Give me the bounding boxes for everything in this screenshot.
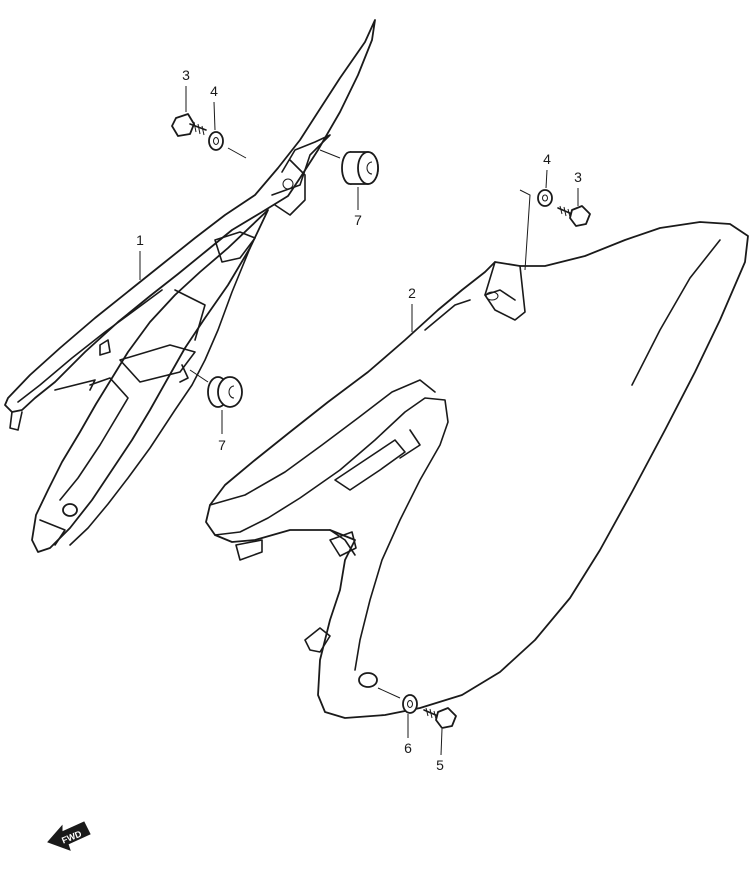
leader-grommet-lower (189, 369, 209, 383)
callout-2: 2 (408, 285, 416, 332)
bolt-upper-left (171, 113, 207, 137)
callout-label: 5 (436, 757, 444, 773)
leader-grommet-upper (319, 149, 341, 159)
callout-label: 4 (210, 83, 218, 99)
grommet-upper (341, 151, 379, 185)
callout-3-right: 3 (574, 169, 582, 206)
callout-label: 6 (404, 740, 412, 756)
callout-label: 4 (543, 151, 551, 167)
callout-label: 3 (182, 67, 190, 83)
leader-washer-lower (377, 687, 401, 699)
bolt-lower (423, 707, 457, 729)
side-cover-right (205, 221, 749, 719)
washer-upper-left (208, 131, 224, 151)
callout-6: 6 (404, 714, 412, 756)
grommet-lower (207, 376, 243, 408)
callout-label: 1 (136, 232, 144, 248)
washer-upper-right (537, 189, 553, 207)
callout-4-right: 4 (543, 151, 551, 189)
callout-7-lower: 7 (218, 410, 226, 453)
callout-label: 2 (408, 285, 416, 301)
frame-cover-left (4, 19, 376, 553)
callout-label: 3 (574, 169, 582, 185)
leader-washer-left (227, 147, 247, 159)
callout-4-left: 4 (210, 83, 218, 131)
washer-lower (402, 694, 418, 714)
leader-bolt-right (519, 189, 531, 271)
fwd-arrow-icon: FWD (47, 821, 91, 851)
callout-5: 5 (436, 728, 444, 773)
bolt-upper-right (557, 205, 591, 227)
callout-7-upper: 7 (354, 187, 362, 228)
callout-label: 7 (354, 212, 362, 228)
callout-1: 1 (136, 232, 144, 280)
callout-3-left: 3 (182, 67, 190, 112)
callout-label: 7 (218, 437, 226, 453)
